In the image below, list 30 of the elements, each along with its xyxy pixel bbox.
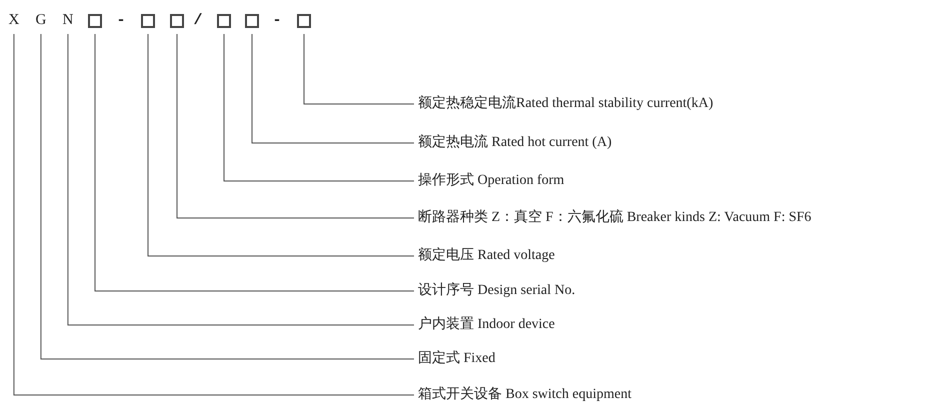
description-text: 额定电压 Rated voltage <box>418 248 555 264</box>
leader-line <box>176 34 414 218</box>
code-letter: X <box>8 13 20 28</box>
leader-line <box>148 34 414 256</box>
separator-symbol: - <box>116 13 126 28</box>
description-text: 户内装置 Indoor device <box>418 317 555 333</box>
leader-line <box>13 34 414 396</box>
description-text: 操作形式 Operation form <box>418 173 564 189</box>
leader-line <box>67 34 414 326</box>
leader-line <box>94 34 414 292</box>
code-placeholder-square <box>88 14 102 28</box>
code-placeholder-square <box>141 14 155 28</box>
code-letter: G <box>36 13 46 28</box>
description-text: 固定式 Fixed <box>418 351 496 367</box>
description-text: 断路器种类 Z：真空 F：六氟化硫 Breaker kinds Z: Vacuum F: SF6 <box>418 210 812 226</box>
separator-symbol: / <box>194 13 203 28</box>
code-placeholder-square <box>170 14 184 28</box>
leader-line <box>304 34 414 104</box>
code-placeholder-square <box>297 14 311 28</box>
code-placeholder-square <box>245 14 259 28</box>
description-text: 设计序号 Design serial No. <box>418 283 576 299</box>
code-placeholder-square <box>217 14 231 28</box>
description-text: 额定热稳定电流Rated thermal stability current(kA) <box>418 96 714 112</box>
leader-line <box>40 34 414 360</box>
code-letter: N <box>62 13 74 28</box>
description-text: 箱式开关设备 Box switch equipment <box>418 387 632 403</box>
leader-line <box>252 34 414 144</box>
leader-line <box>224 34 414 182</box>
description-text: 额定热电流 Rated hot current (A) <box>418 135 612 151</box>
separator-symbol: - <box>272 13 282 28</box>
